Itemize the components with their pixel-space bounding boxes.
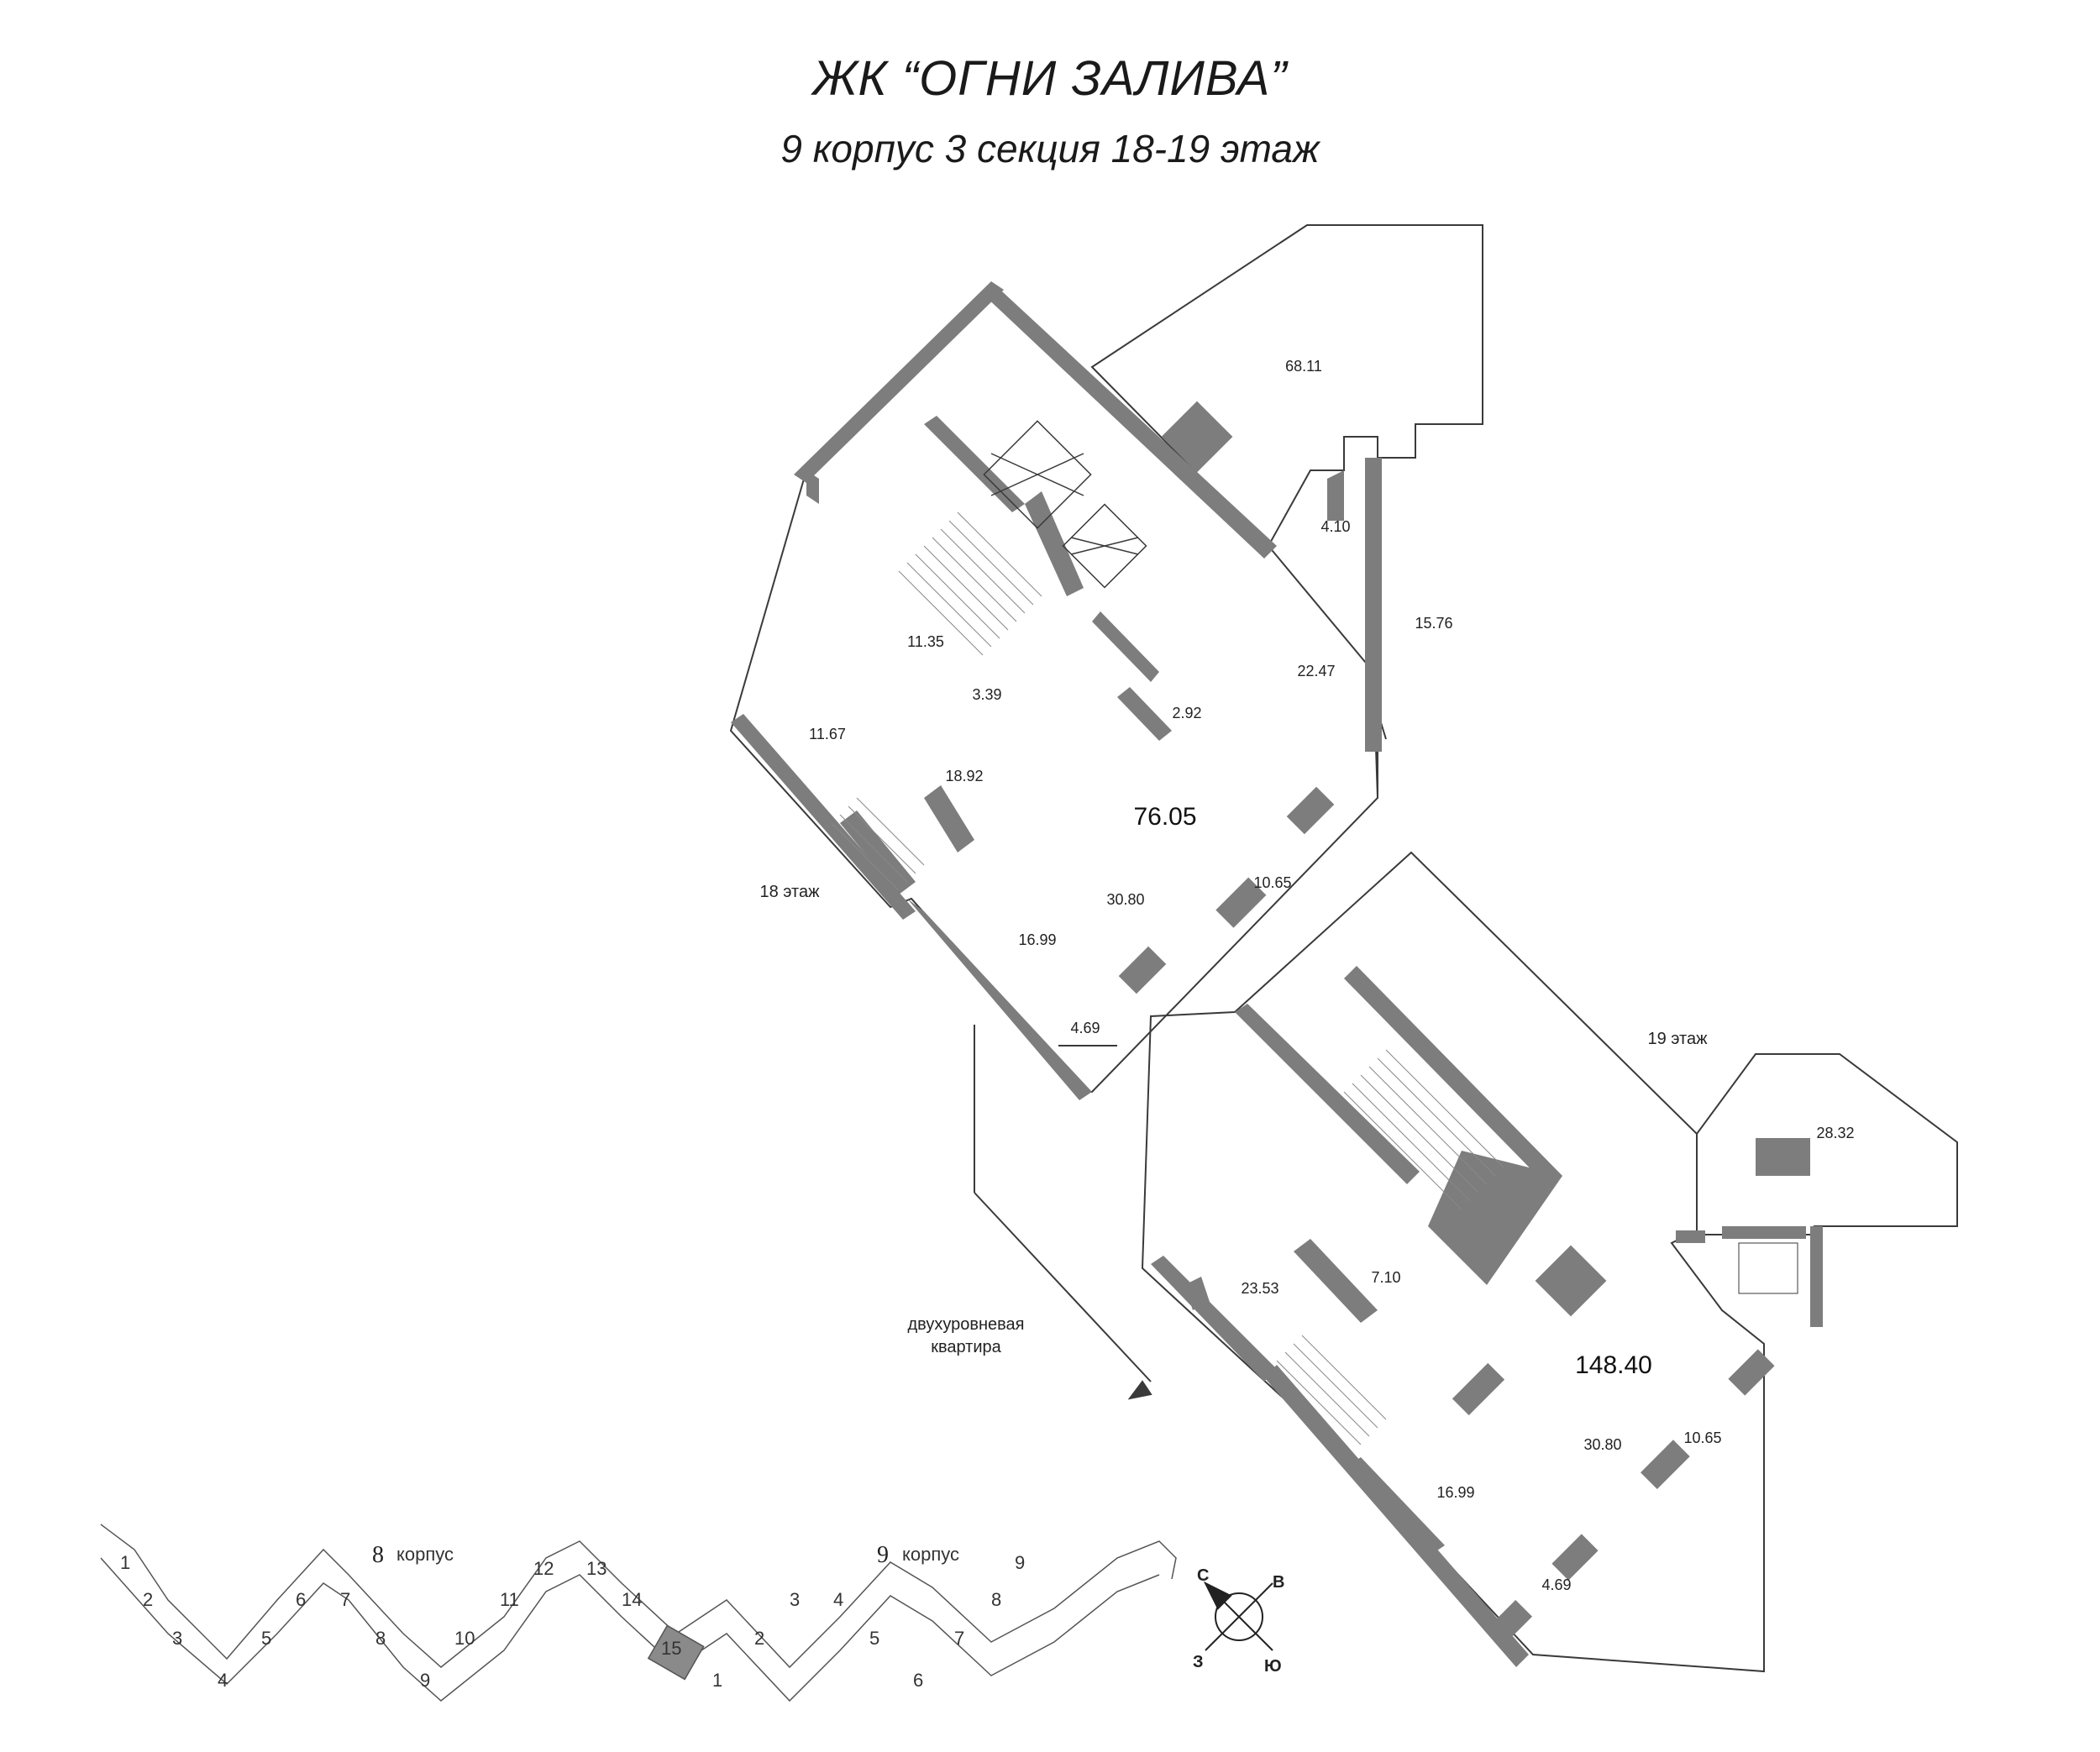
key-plan-8-word: корпус — [396, 1544, 454, 1565]
key-plan — [100, 1524, 1177, 1702]
floor-18-label: 18 этаж — [759, 883, 820, 901]
sec8-15: 15 — [661, 1638, 681, 1659]
sec8-10: 10 — [454, 1628, 475, 1649]
compass-west: З — [1193, 1653, 1204, 1671]
floor-18-core — [831, 420, 1147, 891]
area-19-balcony-a: 10.65 — [1683, 1429, 1721, 1446]
sec9-9: 9 — [1015, 1552, 1025, 1573]
area-18-room-b: 22.47 — [1297, 663, 1335, 679]
sec8-14: 14 — [622, 1589, 642, 1610]
sec8-1: 1 — [120, 1552, 130, 1573]
area-18-bath-a: 4.10 — [1320, 518, 1350, 535]
sec9-3: 3 — [790, 1589, 800, 1610]
sec8-8: 8 — [375, 1628, 386, 1649]
sec8-6: 6 — [296, 1589, 306, 1610]
key-plan-9-word: корпус — [902, 1544, 959, 1565]
area-18-bath-b: 3.39 — [972, 686, 1001, 703]
key-plan-sections-9: 1 2 3 4 5 6 7 8 9 — [712, 1552, 1025, 1691]
area-18-room-d: 16.99 — [1018, 931, 1056, 948]
area-18-total: 76.05 — [1133, 803, 1196, 831]
area-19-balcony-b: 4.69 — [1541, 1576, 1571, 1593]
area-18-room-a: 15.76 — [1415, 615, 1452, 632]
sec8-7: 7 — [340, 1589, 350, 1610]
area-19-room-b: 16.99 — [1436, 1484, 1474, 1501]
key-plan-8-number: 8 — [372, 1542, 384, 1568]
sec9-6: 6 — [913, 1670, 923, 1691]
area-19-room-a: 23.53 — [1241, 1280, 1278, 1297]
key-plan-sections-8: 1 2 3 4 5 6 7 8 9 10 11 12 13 14 15 — [120, 1552, 681, 1691]
area-18-bath-c: 2.92 — [1172, 705, 1201, 721]
floor-18-walls — [731, 281, 1382, 1100]
area-18-hall: 18.92 — [945, 768, 983, 784]
sec8-4: 4 — [218, 1670, 228, 1691]
compass-south: Ю — [1264, 1657, 1282, 1676]
area-19-terrace: 28.32 — [1816, 1125, 1854, 1141]
area-18-kitchen: 11.35 — [907, 633, 944, 650]
sec9-2: 2 — [754, 1628, 764, 1649]
sec8-2: 2 — [143, 1589, 153, 1610]
key-plan-9-number: 9 — [877, 1542, 889, 1568]
sec9-1: 1 — [712, 1670, 722, 1691]
floor-19-core — [1276, 1049, 1798, 1445]
area-19-living: 30.80 — [1583, 1436, 1621, 1453]
compass-icon — [1203, 1581, 1273, 1651]
floor-19-walls — [1151, 966, 1823, 1667]
area-19-bath: 7.10 — [1371, 1269, 1400, 1286]
sec9-4: 4 — [833, 1589, 843, 1610]
area-19-total: 148.40 — [1575, 1351, 1652, 1379]
duplex-label-2: квартира — [931, 1338, 1001, 1356]
sec9-5: 5 — [869, 1628, 879, 1649]
page-subtitle: 9 корпус 3 секция 18-19 этаж — [780, 127, 1320, 170]
sec9-7: 7 — [954, 1628, 964, 1649]
area-18-balcony-a: 10.65 — [1253, 874, 1291, 891]
area-18-balcony-b: 4.69 — [1070, 1020, 1100, 1036]
floor-19-label: 19 этаж — [1647, 1030, 1708, 1048]
sec8-9: 9 — [420, 1670, 430, 1691]
area-18-living: 30.80 — [1106, 891, 1144, 908]
area-18-terrace: 68.11 — [1285, 358, 1322, 375]
sec8-13: 13 — [586, 1558, 606, 1579]
duplex-label-1: двухуровневая — [907, 1315, 1024, 1334]
area-18-room-c: 11.67 — [809, 726, 846, 742]
sec8-3: 3 — [172, 1628, 182, 1649]
page-title: ЖК “ОГНИ ЗАЛИВА” — [812, 51, 1288, 106]
compass-north: С — [1197, 1566, 1209, 1585]
sec8-12: 12 — [533, 1558, 554, 1579]
sec9-8: 8 — [991, 1589, 1001, 1610]
compass-east: В — [1273, 1573, 1284, 1592]
sec8-5: 5 — [261, 1628, 271, 1649]
sec8-11: 11 — [500, 1589, 519, 1610]
